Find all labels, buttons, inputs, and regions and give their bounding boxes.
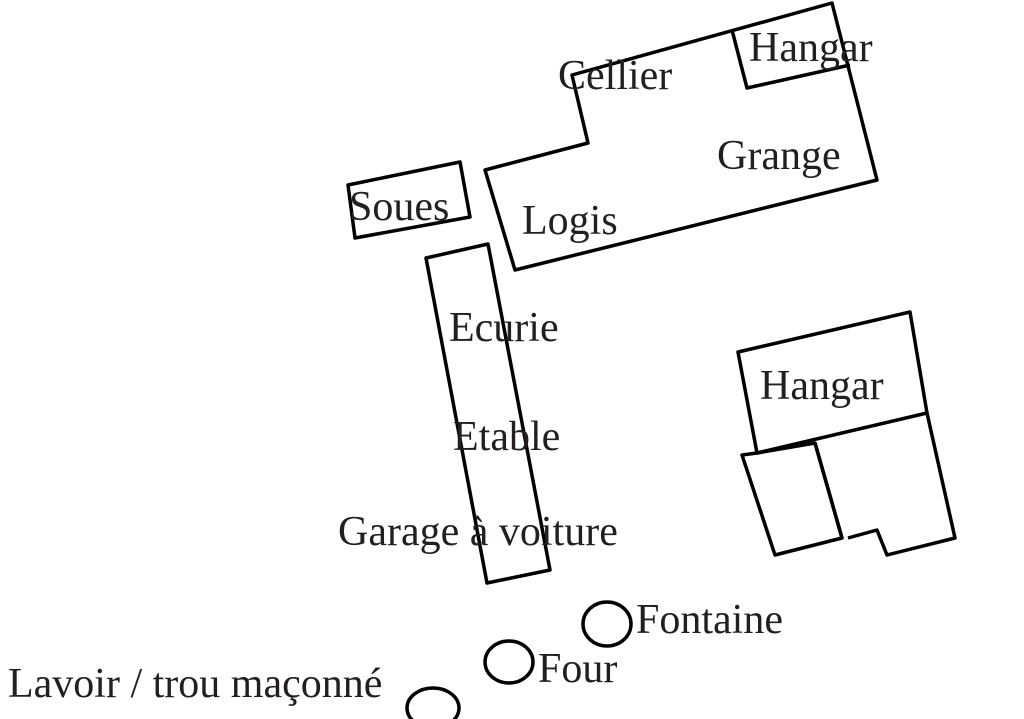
label-cellier: Cellier [558,53,672,99]
label-grange: Grange [717,133,841,179]
main-building-outline [483,1,879,272]
label-logis: Logis [522,198,618,244]
soues-outline [346,160,472,240]
ecurie-etable-outline [424,242,552,585]
lavoir-circle [405,686,461,719]
label-lavoir: Lavoir / trou maçonné [8,661,382,707]
label-fontaine: Fontaine [636,597,783,643]
label-hangar-top: Hangar [749,25,873,71]
annex-divider [813,442,844,539]
label-ecurie: Ecurie [449,305,559,351]
fontaine-circle [581,600,633,648]
annex-left-outline [740,441,844,557]
label-etable: Etable [453,414,560,460]
hangar-top-outline [730,29,851,90]
label-hangar-right: Hangar [760,363,884,409]
label-soues: Soues [349,184,449,230]
label-garage: Garage à voiture [338,509,618,555]
label-four: Four [538,646,617,692]
four-circle [483,639,535,685]
annex-right-outline [847,412,957,557]
